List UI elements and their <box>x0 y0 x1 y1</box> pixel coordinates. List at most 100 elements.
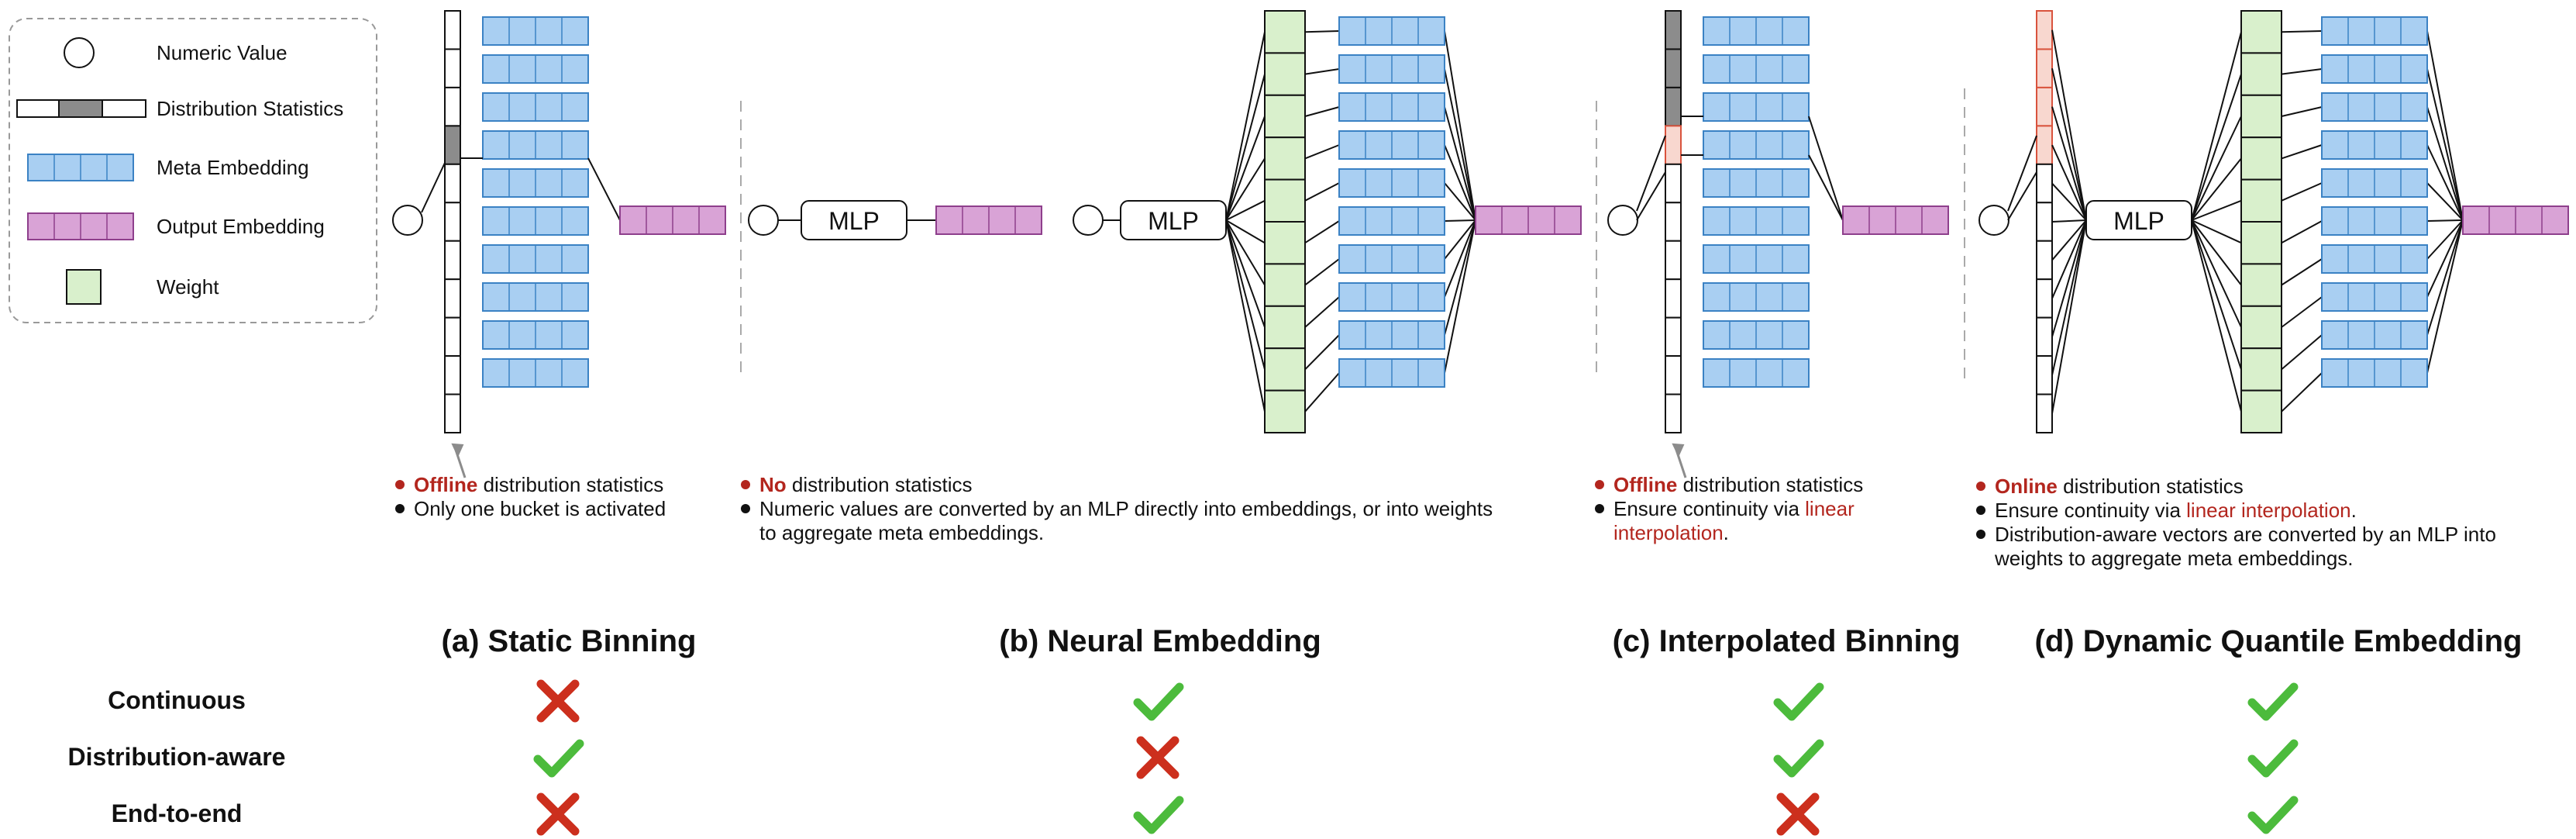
distribution-bucket <box>2036 316 2053 357</box>
weight-cell <box>1264 52 1306 96</box>
connector-line <box>587 157 621 221</box>
meta-embedding-swatch <box>27 154 134 181</box>
connector-line <box>2426 68 2464 221</box>
bullet-dot <box>1595 504 1604 513</box>
connector-line <box>421 162 446 213</box>
connector-line <box>2051 29 2087 221</box>
panel-title-b: (b) Neural Embedding <box>999 624 1321 658</box>
connector-line <box>2051 182 2087 221</box>
connector-line <box>1444 219 1476 336</box>
meta-embedding <box>482 206 589 236</box>
check-icon <box>1133 796 1184 834</box>
panel-title-c: (c) Interpolated Binning <box>1613 624 1961 658</box>
connector-line <box>1444 68 1476 221</box>
connector-line <box>1225 219 1266 286</box>
distribution-bucket <box>2036 393 2053 433</box>
output-embedding <box>935 205 1042 235</box>
legend-label-dist: Distribution Statistics <box>157 97 343 120</box>
meta-embedding <box>1703 92 1810 122</box>
meta-embedding <box>482 54 589 84</box>
connector-line <box>1304 182 1340 202</box>
numeric-value-node <box>1073 205 1104 236</box>
arrow-head <box>1672 443 1685 457</box>
connector-line <box>2051 219 2087 414</box>
connector-line <box>2426 219 2464 260</box>
connector-line <box>2191 219 2242 370</box>
meta-embedding <box>1703 130 1810 160</box>
connector-line <box>1225 219 1266 244</box>
connector-line <box>2051 67 2087 221</box>
arrow-head <box>451 443 464 457</box>
weight-cell <box>2240 10 2282 54</box>
connector-line <box>2051 106 2087 221</box>
connector-line <box>2191 116 2242 221</box>
meta-embedding <box>2321 92 2428 122</box>
connector-line <box>1636 171 1666 221</box>
meta-embedding <box>1338 16 1445 46</box>
description-run: linear <box>1805 497 1855 520</box>
connector-line <box>2191 219 2242 328</box>
weight-cell <box>1264 305 1306 350</box>
meta-embedding <box>2321 206 2428 236</box>
description-run: Distribution-aware vectors are converted… <box>1995 523 2496 546</box>
statistics-pointer-arrow <box>451 443 467 478</box>
connector-line <box>1808 154 1844 221</box>
distribution-bucket <box>444 48 461 88</box>
connector-line <box>2191 31 2242 221</box>
meta-embedding <box>1703 168 1810 198</box>
connector-line <box>2191 74 2242 221</box>
connector-line <box>2051 219 2087 299</box>
mlp-block: MLP <box>1120 200 1227 240</box>
description-run: Online <box>1995 475 2058 498</box>
weight-cell <box>2240 347 2282 392</box>
panel-c-description-line: interpolation. <box>1613 521 1729 544</box>
connector-line <box>2426 30 2464 221</box>
connector-line <box>2007 135 2037 212</box>
description-run: Only one bucket is activated <box>414 497 666 520</box>
connector-line <box>1304 372 1340 413</box>
meta-embedding <box>482 168 589 198</box>
weight-cell <box>1264 10 1306 54</box>
distribution-bucket <box>1665 278 1682 319</box>
meta-embedding <box>2321 320 2428 350</box>
connector-line <box>1304 106 1340 117</box>
mlp-label: MLP <box>828 207 880 235</box>
connector-line <box>1444 144 1476 221</box>
panel-d-description-line: Online distribution statistics <box>1995 475 2244 498</box>
weight-vector <box>2240 10 2282 434</box>
weight-cell <box>2240 94 2282 139</box>
distribution-bucket <box>2036 86 2053 127</box>
description-run: to aggregate meta embeddings. <box>759 521 1044 544</box>
check-icon <box>1773 682 1824 721</box>
distribution-bucket <box>444 10 461 50</box>
connector-line <box>1225 219 1266 328</box>
distribution-bucket <box>1665 202 1682 242</box>
weight-cell <box>2240 305 2282 350</box>
meta-embedding <box>2321 282 2428 312</box>
weight-cell <box>2240 52 2282 96</box>
bullet-dot <box>741 480 750 489</box>
cross-icon <box>536 792 580 836</box>
distribution-bucket <box>444 86 461 127</box>
distribution-bucket <box>1665 86 1682 127</box>
connector-line <box>2281 106 2323 117</box>
criterion-label: End-to-end <box>112 799 243 827</box>
weight-cell <box>2240 221 2282 265</box>
distribution-statistics <box>2036 10 2053 433</box>
connector-line <box>1304 334 1340 371</box>
panel-titles: (a) Static Binning(b) Neural Embedding(c… <box>442 624 2523 658</box>
numeric-value-node <box>392 205 423 236</box>
connector-line <box>2191 157 2242 221</box>
description-run: Ensure continuity via <box>1613 497 1805 520</box>
connector-line <box>1225 157 1266 221</box>
connector-line <box>2281 30 2323 33</box>
distribution-bucket <box>1665 125 1682 165</box>
distribution-bucket <box>1665 163 1682 204</box>
bullet-dot <box>1976 482 1985 491</box>
connector-line <box>1636 135 1666 212</box>
description-run: interpolation <box>1613 521 1724 544</box>
cross-stroke <box>1136 736 1180 779</box>
weight-cell <box>2240 263 2282 307</box>
meta-embedding <box>2321 130 2428 160</box>
